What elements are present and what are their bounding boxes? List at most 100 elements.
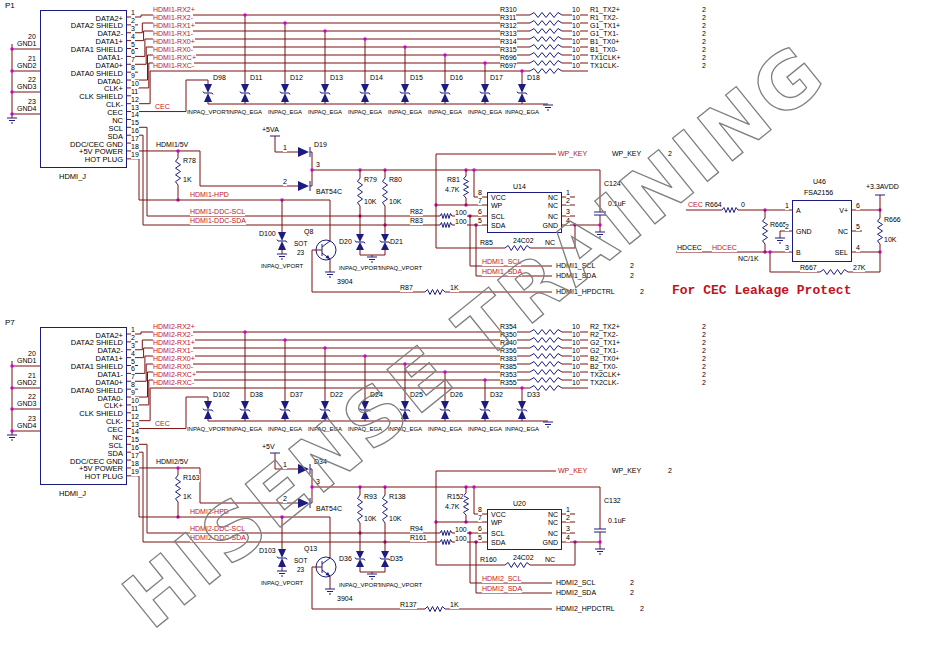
part-name: P1 bbox=[5, 2, 15, 10]
schematic-label: 10 bbox=[572, 30, 580, 38]
wire bbox=[599, 237, 601, 238]
schematic-label: 2 bbox=[702, 347, 706, 355]
schematic-label: NC/1K bbox=[738, 255, 759, 263]
pin-name: DDC/CEC GND bbox=[70, 140, 123, 149]
schematic-label: 11 bbox=[131, 88, 138, 96]
junction-dot bbox=[472, 485, 475, 488]
schematic-label: D19 bbox=[314, 141, 327, 149]
schematic-label: 13 bbox=[131, 104, 139, 112]
schematic-label: HDMI2_SCL bbox=[556, 579, 595, 587]
wire bbox=[325, 348, 326, 401]
wire bbox=[325, 31, 326, 84]
schematic-label: 2 bbox=[702, 30, 706, 38]
schematic-label: 1 bbox=[785, 202, 789, 210]
junction-dot bbox=[443, 53, 446, 56]
wire bbox=[127, 151, 298, 186]
resistor-ground bbox=[505, 245, 530, 252]
schematic-label: 19 bbox=[131, 151, 139, 159]
resistor-symbol bbox=[440, 223, 452, 228]
schematic-label: HDMI1-RX0- bbox=[153, 46, 193, 54]
schematic-label: 6 bbox=[131, 48, 135, 56]
schematic-label: 2 bbox=[283, 178, 287, 186]
wire bbox=[400, 409, 410, 412]
resistor-ground bbox=[425, 289, 445, 296]
resistor-ground bbox=[530, 12, 562, 19]
wire bbox=[369, 576, 375, 577]
tvs-diode-symbol bbox=[481, 93, 489, 102]
pin-name: DATA0 SHIELD bbox=[71, 386, 123, 395]
pin-name: NC bbox=[548, 519, 558, 527]
resistor-symbol bbox=[425, 290, 445, 295]
wire bbox=[445, 372, 446, 401]
schematic-label: R355 bbox=[500, 379, 517, 387]
junction-dot bbox=[483, 61, 486, 64]
schematic-label: 10K bbox=[389, 198, 401, 206]
schematic-label: 2 bbox=[640, 605, 644, 613]
resistor-ground bbox=[530, 329, 562, 336]
resistor-symbol bbox=[176, 475, 181, 502]
tvs-diode-symbol bbox=[278, 549, 286, 558]
pin-name: SDA bbox=[491, 539, 505, 547]
wire bbox=[325, 272, 335, 273]
wire bbox=[595, 549, 605, 550]
schematic-label: R93 bbox=[364, 493, 377, 501]
resistor-symbol bbox=[530, 29, 562, 34]
schematic-label: D32 bbox=[490, 391, 503, 399]
schematic-label: 4.7K bbox=[445, 186, 459, 194]
pin-name: DATA2+ bbox=[96, 14, 123, 23]
schematic-label: D37 bbox=[290, 391, 303, 399]
wire bbox=[279, 573, 285, 574]
schematic-label: INPAQ_VPORT bbox=[380, 264, 422, 272]
schematic-label: 2 bbox=[702, 46, 706, 54]
part-name: U20 bbox=[513, 500, 526, 508]
schematic-label: 10K bbox=[364, 515, 376, 523]
wire bbox=[12, 71, 40, 72]
schematic-label: WP_KEY bbox=[612, 467, 641, 475]
schematic-label: HDMI1-HPD bbox=[190, 191, 229, 199]
pin-name: CLK+ bbox=[104, 84, 123, 93]
wire bbox=[245, 15, 246, 84]
wire bbox=[127, 47, 588, 64]
wire bbox=[127, 356, 588, 373]
switch-ic-box: U46FSA2156AGNDBV+NCSEL bbox=[792, 200, 852, 262]
pin-name: SEL bbox=[835, 249, 848, 257]
schematic-label: 10 bbox=[572, 323, 580, 331]
schematic-label: R314 bbox=[500, 38, 517, 46]
wire bbox=[360, 92, 370, 95]
schematic-label: D13 bbox=[330, 74, 343, 82]
schematic-label: CEC bbox=[155, 103, 170, 111]
tvs-diode-symbol bbox=[401, 93, 409, 102]
wire bbox=[597, 234, 603, 235]
wire bbox=[277, 571, 287, 572]
schematic-label: 7 bbox=[131, 373, 135, 381]
resistor-symbol bbox=[440, 214, 452, 219]
part-name: U14 bbox=[513, 183, 526, 191]
part-name: FSA2156 bbox=[804, 189, 833, 197]
schematic-label: C124 bbox=[604, 180, 621, 188]
tvs-diode-symbol bbox=[321, 93, 329, 102]
wire bbox=[280, 92, 290, 95]
wire bbox=[543, 422, 553, 423]
schematic-label: R87 bbox=[400, 284, 413, 292]
resistor-symbol bbox=[464, 493, 469, 515]
tvs-diode-symbol bbox=[381, 234, 389, 242]
schematic-label: B1_TX0- bbox=[590, 46, 618, 54]
schematic-label: SOT bbox=[294, 240, 307, 248]
junction-dot bbox=[520, 69, 523, 72]
schematic-label: D22 bbox=[330, 391, 343, 399]
wire bbox=[385, 225, 386, 234]
tvs-diode-symbol bbox=[481, 401, 489, 410]
wire bbox=[245, 332, 246, 401]
schematic-label: R354 bbox=[500, 323, 517, 331]
schematic-label: HDMI2_HPDCTRL bbox=[556, 605, 615, 613]
schematic-label: D100 bbox=[259, 230, 276, 238]
schematic-label: R2_TX2+ bbox=[590, 323, 620, 331]
schematic-label: WP_KEY bbox=[558, 467, 587, 475]
wire bbox=[7, 118, 17, 119]
schematic-label: HDMI2_SCL bbox=[482, 575, 521, 583]
schematic-label: R1_TX2+ bbox=[590, 6, 620, 14]
resistor-ground bbox=[530, 52, 562, 59]
schematic-label: INPAQ_EGA bbox=[468, 108, 502, 116]
schematic-label: HDMI1_HPDCTRL bbox=[556, 288, 615, 296]
